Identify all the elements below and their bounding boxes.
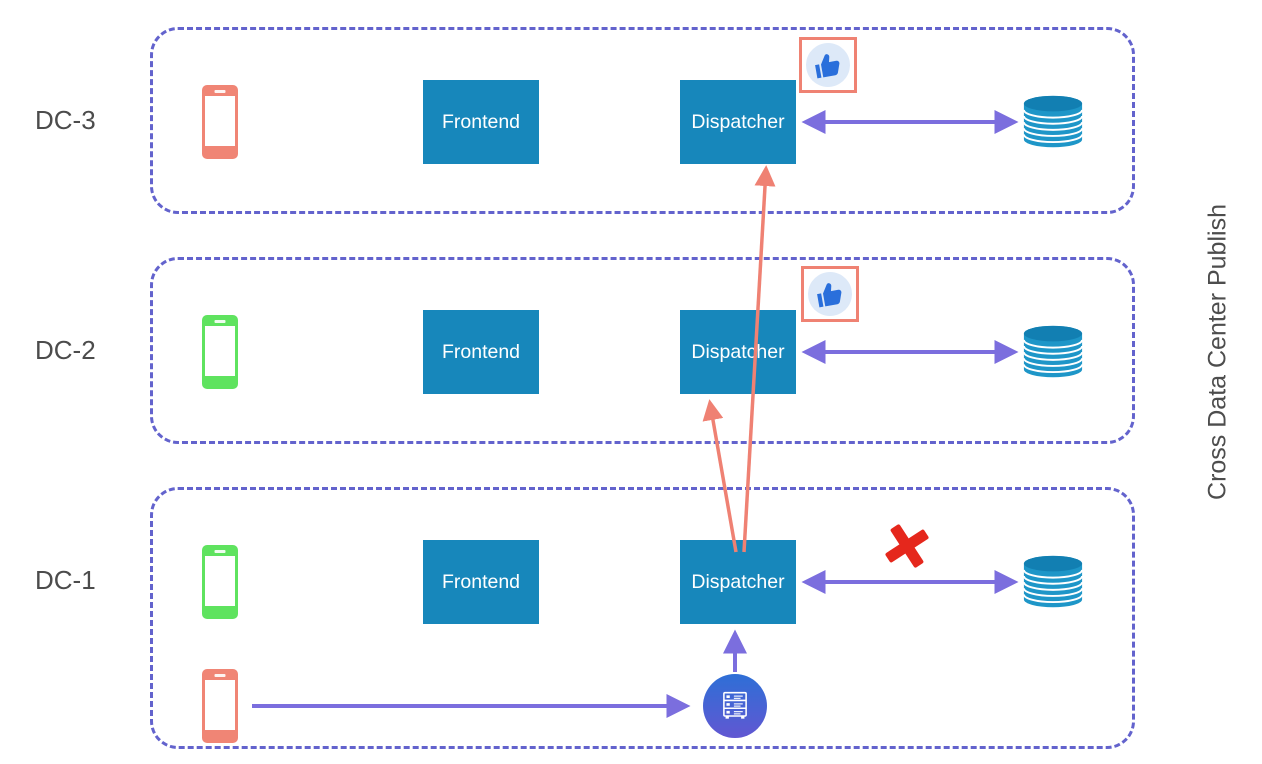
phone-icon — [202, 85, 238, 159]
dc1-label: DC-1 — [35, 565, 96, 595]
thumbs-up-icon — [804, 268, 856, 320]
server-queue-node — [703, 674, 767, 738]
dispatcher-node-dc2: Dispatcher — [680, 310, 796, 394]
thumbs-up-icon — [802, 39, 854, 91]
dc1-container — [150, 487, 1135, 749]
database-icon — [1022, 325, 1084, 378]
database-icon — [1022, 95, 1084, 148]
phone-speaker — [214, 674, 226, 677]
phone-icon — [202, 545, 238, 619]
phone-speaker — [214, 320, 226, 323]
phone-icon — [202, 315, 238, 389]
phone-icon — [202, 669, 238, 743]
dispatcher-node-dc3: Dispatcher — [680, 80, 796, 164]
dc3-container — [150, 27, 1135, 214]
frontend-node-dc1: Frontend — [423, 540, 539, 624]
thumbs-up-badge-dc2 — [801, 266, 859, 322]
frontend-node-dc2: Frontend — [423, 310, 539, 394]
thumbs-up-badge-dc3 — [799, 37, 857, 93]
frontend-node-dc3: Frontend — [423, 80, 539, 164]
dc2-label: DC-2 — [35, 335, 96, 365]
side-caption: Cross Data Center Publish — [1203, 204, 1232, 500]
dispatcher-node-dc1: Dispatcher — [680, 540, 796, 624]
phone-speaker — [214, 550, 226, 553]
red-cross-icon — [885, 524, 929, 568]
dc2-container — [150, 257, 1135, 444]
database-icon — [1022, 555, 1084, 608]
server-queue-icon — [723, 691, 747, 719]
dc3-label: DC-3 — [35, 105, 96, 135]
phone-speaker — [214, 90, 226, 93]
